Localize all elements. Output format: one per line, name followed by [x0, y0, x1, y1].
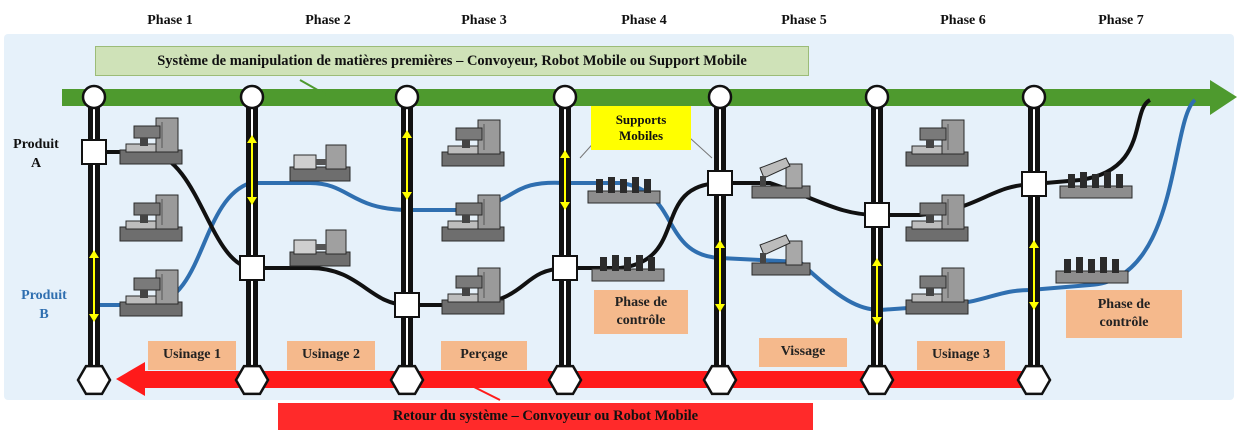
support-phase4-top-icon [587, 176, 661, 204]
top-port-4-icon [552, 84, 578, 110]
product-b-label: Produit B [14, 287, 74, 325]
phase-5-header: Phase 5 [781, 13, 827, 28]
support-phase4-bottom-icon [591, 254, 665, 282]
phase-2-header: Phase 2 [305, 13, 351, 28]
bottom-port-3-icon [389, 364, 425, 396]
op-controle-1-line1: Phase de [614, 294, 668, 310]
product-a-line1: Produit [13, 137, 59, 152]
op-usinage-3: Usinage 3 [917, 341, 1005, 370]
op-usinage-1: Usinage 1 [148, 341, 236, 370]
top-port-7-icon [1021, 84, 1047, 110]
bottom-port-4-icon [547, 364, 583, 396]
product-b-line1: Produit [21, 288, 67, 303]
op-vissage: Vissage [759, 338, 847, 367]
mobile-supports-label: Supports Mobiles [591, 106, 691, 150]
phase-1-header: Phase 1 [147, 13, 193, 28]
route-product-a [96, 98, 1152, 307]
bottom-port-5-icon [702, 364, 738, 396]
vertical-move-arrows [89, 130, 1039, 325]
bottom-port-1-icon [76, 364, 112, 396]
phase-4-header: Phase 4 [621, 13, 667, 28]
op-percage: Perçage [441, 341, 527, 370]
bottom-port-2-icon [234, 364, 270, 396]
route-product-b [98, 98, 1197, 313]
phase-6-header: Phase 6 [940, 13, 986, 28]
switch-node-3-icon [394, 292, 420, 318]
op-controle-1-line2: contrôle [616, 313, 666, 328]
bottom-port-7-icon [1016, 364, 1052, 396]
product-b-line2: B [39, 306, 49, 322]
op-controle-1: Phase de contrôle [594, 290, 688, 334]
product-a-label: Produit A [6, 136, 66, 174]
return-flow-arrow [116, 362, 1035, 401]
switch-node-6-icon [864, 202, 890, 228]
switch-node-7-icon [1021, 171, 1047, 197]
op-usinage-2: Usinage 2 [287, 341, 375, 370]
return-system-banner: Retour du système – Convoyeur ou Robot M… [278, 403, 813, 430]
top-port-1-icon [81, 84, 107, 110]
top-port-3-icon [394, 84, 420, 110]
switch-node-2-icon [239, 255, 265, 281]
inspection-phase7-bottom-icon [1055, 256, 1129, 284]
op-controle-2: Phase de contrôle [1066, 290, 1182, 338]
bottom-port-6-icon [859, 364, 895, 396]
switch-node-1-icon [81, 139, 107, 165]
mobile-supports-line2: Mobiles [618, 128, 664, 143]
switch-node-5-icon [707, 170, 733, 196]
inspection-phase7-top-icon [1059, 171, 1133, 199]
phase-7-header: Phase 7 [1098, 13, 1144, 28]
forward-flow-arrow [62, 79, 1237, 115]
phase-3-header: Phase 3 [461, 13, 507, 28]
mobile-supports-line1: Supports [615, 111, 667, 127]
product-a-line2: A [30, 155, 42, 171]
op-controle-2-line2: contrôle [1099, 315, 1149, 330]
routing-nodes [81, 139, 1047, 318]
top-port-5-icon [707, 84, 733, 110]
top-port-6-icon [864, 84, 890, 110]
material-handling-banner: Système de manipulation de matières prem… [95, 46, 809, 76]
top-port-2-icon [239, 84, 265, 110]
op-controle-2-line1: Phase de [1097, 296, 1151, 312]
switch-node-4-icon [552, 255, 578, 281]
